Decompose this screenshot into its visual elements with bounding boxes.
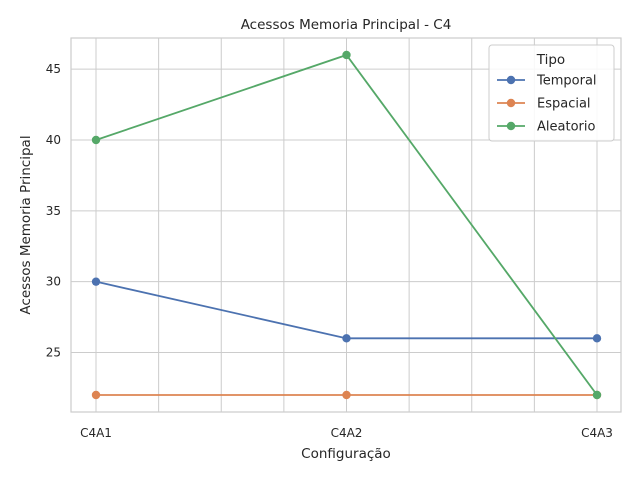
data-point-aleatorio [91,135,101,145]
legend-swatch-marker [506,98,516,108]
legend-box [488,44,615,142]
x-tick-labels: C4A1 C4A2 C4A3 [80,426,613,440]
legend-title: Tipo [536,52,565,68]
y-tick-label: 30 [46,275,61,289]
legend-label: Espacial [537,97,591,112]
data-point-aleatorio [342,50,351,60]
series-aleatorio [91,50,602,400]
y-tick-label: 25 [46,346,61,360]
series-layer [91,50,602,400]
y-tick-labels: 25 30 35 40 45 [46,62,61,359]
x-tick-label: C4A3 [581,426,613,440]
plot-frame [70,37,622,413]
legend-swatch-marker [506,75,516,85]
y-axis-title: Acessos Memoria Principal [18,135,34,314]
legend-item-temporal: Temporal [497,74,597,89]
y-tick-label: 45 [46,62,61,76]
data-point-aleatorio [592,390,602,400]
series-espacial [91,390,602,400]
y-tick-label: 40 [46,133,61,147]
series-temporal [91,277,602,343]
chart-title: Acessos Memoria Principal - C4 [241,17,452,33]
x-axis-title: Configuração [301,446,391,462]
data-point-temporal [342,334,351,343]
data-point-temporal [91,277,101,286]
legend-swatch-marker [506,121,516,131]
legend-item-aleatorio: Aleatorio [497,120,595,135]
legend-label: Aleatorio [537,120,595,135]
y-tick-label: 35 [46,204,61,218]
data-point-temporal [592,334,602,343]
x-tick-label: C4A1 [80,426,112,440]
x-tick-label: C4A2 [331,426,363,440]
data-point-espacial [91,390,101,400]
legend-item-espacial: Espacial [497,97,591,112]
legend-label: Temporal [536,74,597,89]
data-point-espacial [342,390,351,400]
